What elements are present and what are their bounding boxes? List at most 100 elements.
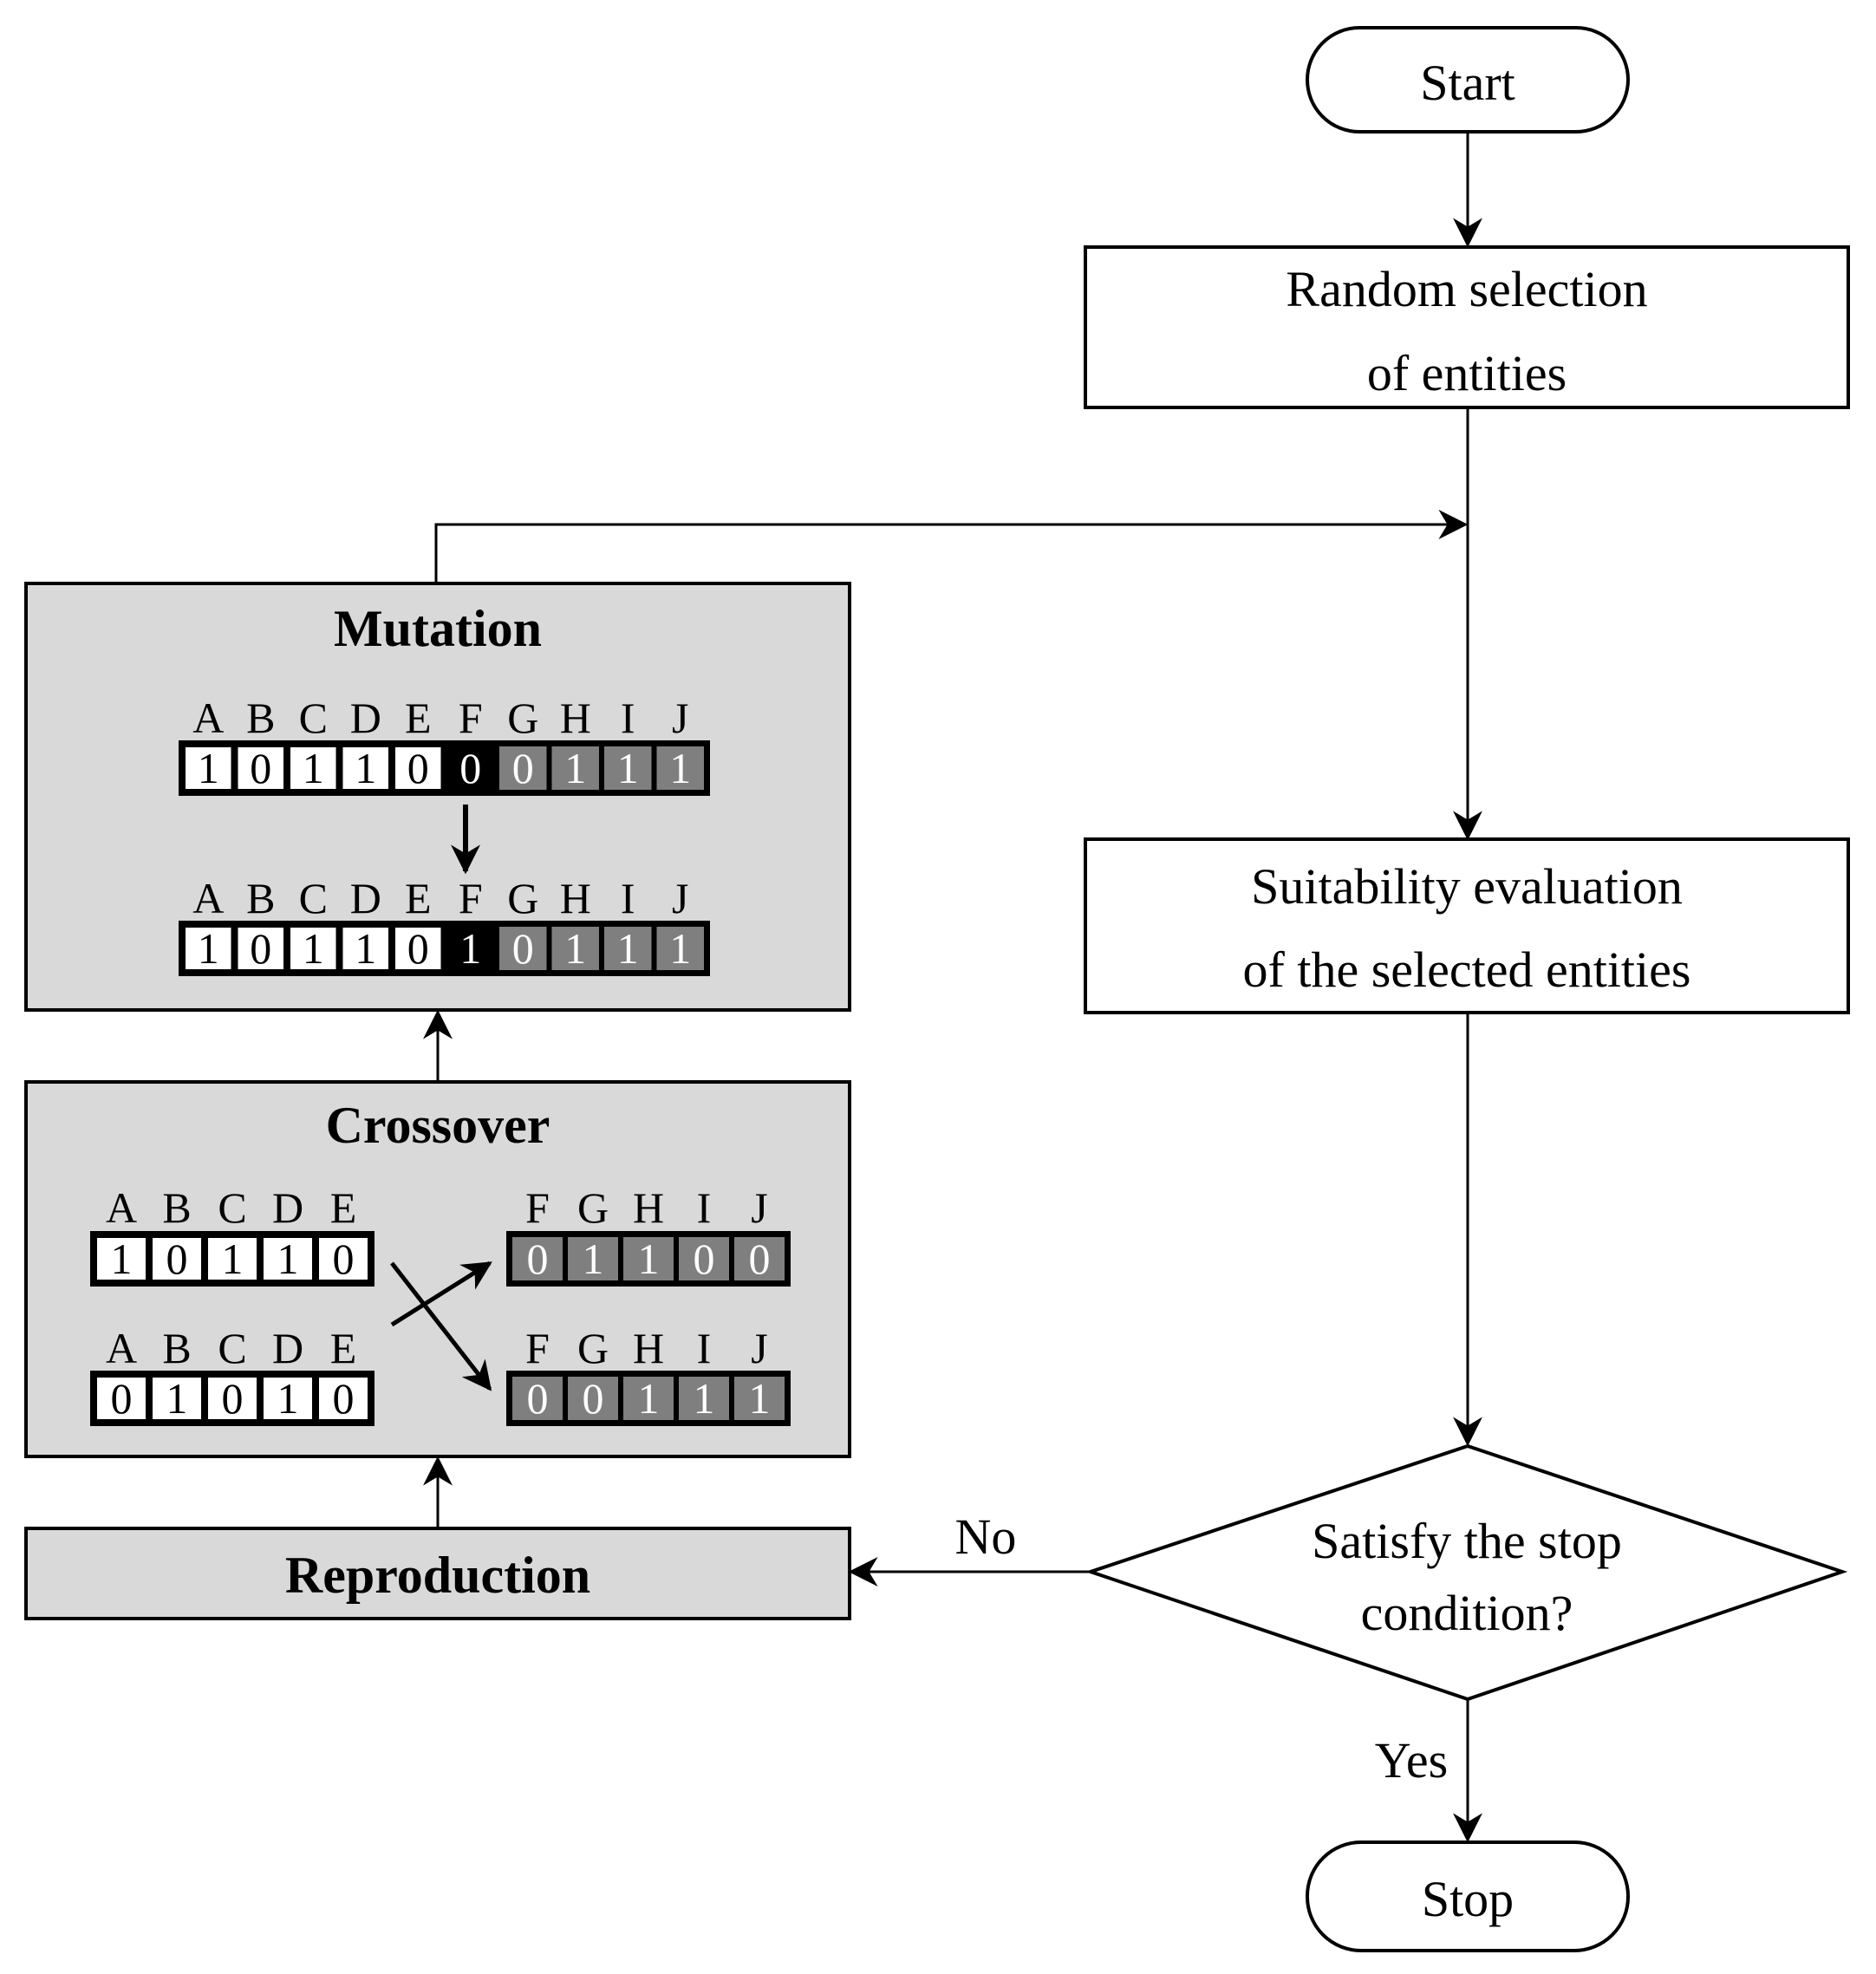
- gene-cell: [151, 1376, 203, 1421]
- gene-label: J: [751, 1324, 767, 1372]
- gene-bit: 0: [512, 924, 534, 973]
- gene-label: H: [560, 874, 591, 922]
- gene-cell: [568, 1377, 618, 1420]
- start-terminal: Start: [1306, 26, 1630, 134]
- gene-cell: [206, 1236, 258, 1281]
- gene-bit: 0: [333, 1374, 355, 1423]
- gene-cell: [604, 927, 652, 970]
- gene-label: E: [330, 1183, 357, 1232]
- reproduction-label: Reproduction: [285, 1547, 590, 1604]
- gene-label: G: [507, 874, 538, 922]
- gene-label: G: [507, 694, 538, 742]
- gene-label: B: [162, 1183, 191, 1232]
- gene-bit: 1: [694, 1374, 715, 1423]
- gene-bit: 0: [583, 1374, 604, 1423]
- gene-label: B: [246, 874, 275, 922]
- gene-bit: 0: [749, 1235, 771, 1283]
- mutation-panel: Mutation 1A0B1C1D0E0F0G1H1I1J1A0B1C1D0E1…: [24, 582, 851, 1012]
- gene-label: I: [697, 1183, 712, 1232]
- gene-bit: 0: [166, 1235, 188, 1283]
- gene-bit: 1: [303, 924, 324, 973]
- gene-cell: [623, 1377, 674, 1420]
- gene-cell: [446, 927, 494, 970]
- gene-label: G: [577, 1183, 609, 1232]
- gene-label: F: [525, 1324, 550, 1372]
- gene-bit: 1: [564, 744, 586, 792]
- gene-label: F: [525, 1183, 550, 1232]
- gene-bit: 1: [111, 1235, 133, 1283]
- gene-bit: 1: [617, 924, 639, 973]
- gene-cell: [262, 1376, 314, 1421]
- gene-cell: [551, 927, 599, 970]
- gene-cell: [551, 746, 599, 790]
- gene-bit: 1: [355, 744, 376, 792]
- random-selection-line2: of entities: [1367, 345, 1567, 401]
- suitability-line2: of the selected entities: [1243, 941, 1691, 998]
- gene-label: D: [272, 1324, 303, 1372]
- gene-cell: [734, 1237, 785, 1280]
- gene-bit: 1: [638, 1374, 660, 1423]
- gene-cell: [568, 1237, 618, 1280]
- gene-bit: 1: [198, 744, 219, 792]
- gene-cell: [656, 746, 704, 790]
- gene-cell: [656, 927, 704, 970]
- gene-cell: [734, 1377, 785, 1420]
- crossover-arrow-down: [390, 1261, 492, 1391]
- gene-cell: [262, 1236, 314, 1281]
- gene-bit: 1: [749, 1374, 771, 1423]
- gene-label: D: [272, 1183, 303, 1232]
- gene-bit: 1: [617, 744, 639, 792]
- gene-bit: 0: [250, 744, 271, 792]
- gene-label: F: [459, 874, 483, 922]
- no-label: No: [955, 1508, 1017, 1565]
- gene-cell: [236, 746, 285, 791]
- gene-bit: 0: [459, 744, 481, 792]
- gene-cell: [679, 1237, 729, 1280]
- gene-bit: 0: [333, 1235, 355, 1283]
- gene-bit: 1: [222, 1235, 244, 1283]
- gene-label: C: [218, 1183, 246, 1232]
- gene-bit: 1: [638, 1235, 660, 1283]
- gene-label: F: [459, 694, 483, 742]
- gene-label: H: [633, 1324, 664, 1372]
- gene-cell: [206, 1376, 258, 1421]
- gene-cell: [289, 926, 338, 971]
- gene-cell: [499, 927, 547, 970]
- crossover-title: Crossover: [326, 1097, 550, 1154]
- gene-label: C: [218, 1324, 246, 1372]
- gene-bit: 1: [277, 1374, 299, 1423]
- gene-cell: [184, 926, 233, 971]
- crossover-arrow-up: [390, 1261, 492, 1327]
- random-selection-box: Random selection of entities: [1084, 245, 1850, 409]
- gene-label: I: [621, 874, 635, 922]
- arrow-mutation-to-merge: [434, 510, 1469, 583]
- gene-bit: 0: [407, 744, 429, 792]
- gene-label: A: [106, 1324, 137, 1372]
- yes-label: Yes: [1375, 1732, 1448, 1788]
- gene-bit: 0: [407, 924, 429, 973]
- gene-cell: [289, 746, 338, 791]
- gene-label: J: [672, 874, 688, 922]
- gene-cell: [151, 1236, 203, 1281]
- gene-bit: 1: [669, 744, 691, 792]
- gene-cell: [394, 746, 443, 791]
- gene-label: H: [633, 1183, 664, 1232]
- start-label: Start: [1420, 55, 1515, 111]
- gene-bit: 0: [694, 1235, 715, 1283]
- stop-label: Stop: [1422, 1871, 1514, 1927]
- gene-cell: [499, 746, 547, 790]
- decision-line1: Satisfy the stop: [1312, 1513, 1622, 1569]
- gene-bit: 1: [583, 1235, 604, 1283]
- gene-label: A: [192, 874, 224, 922]
- gene-cell: [604, 746, 652, 790]
- gene-cell: [95, 1376, 147, 1421]
- gene-bit: 1: [277, 1235, 299, 1283]
